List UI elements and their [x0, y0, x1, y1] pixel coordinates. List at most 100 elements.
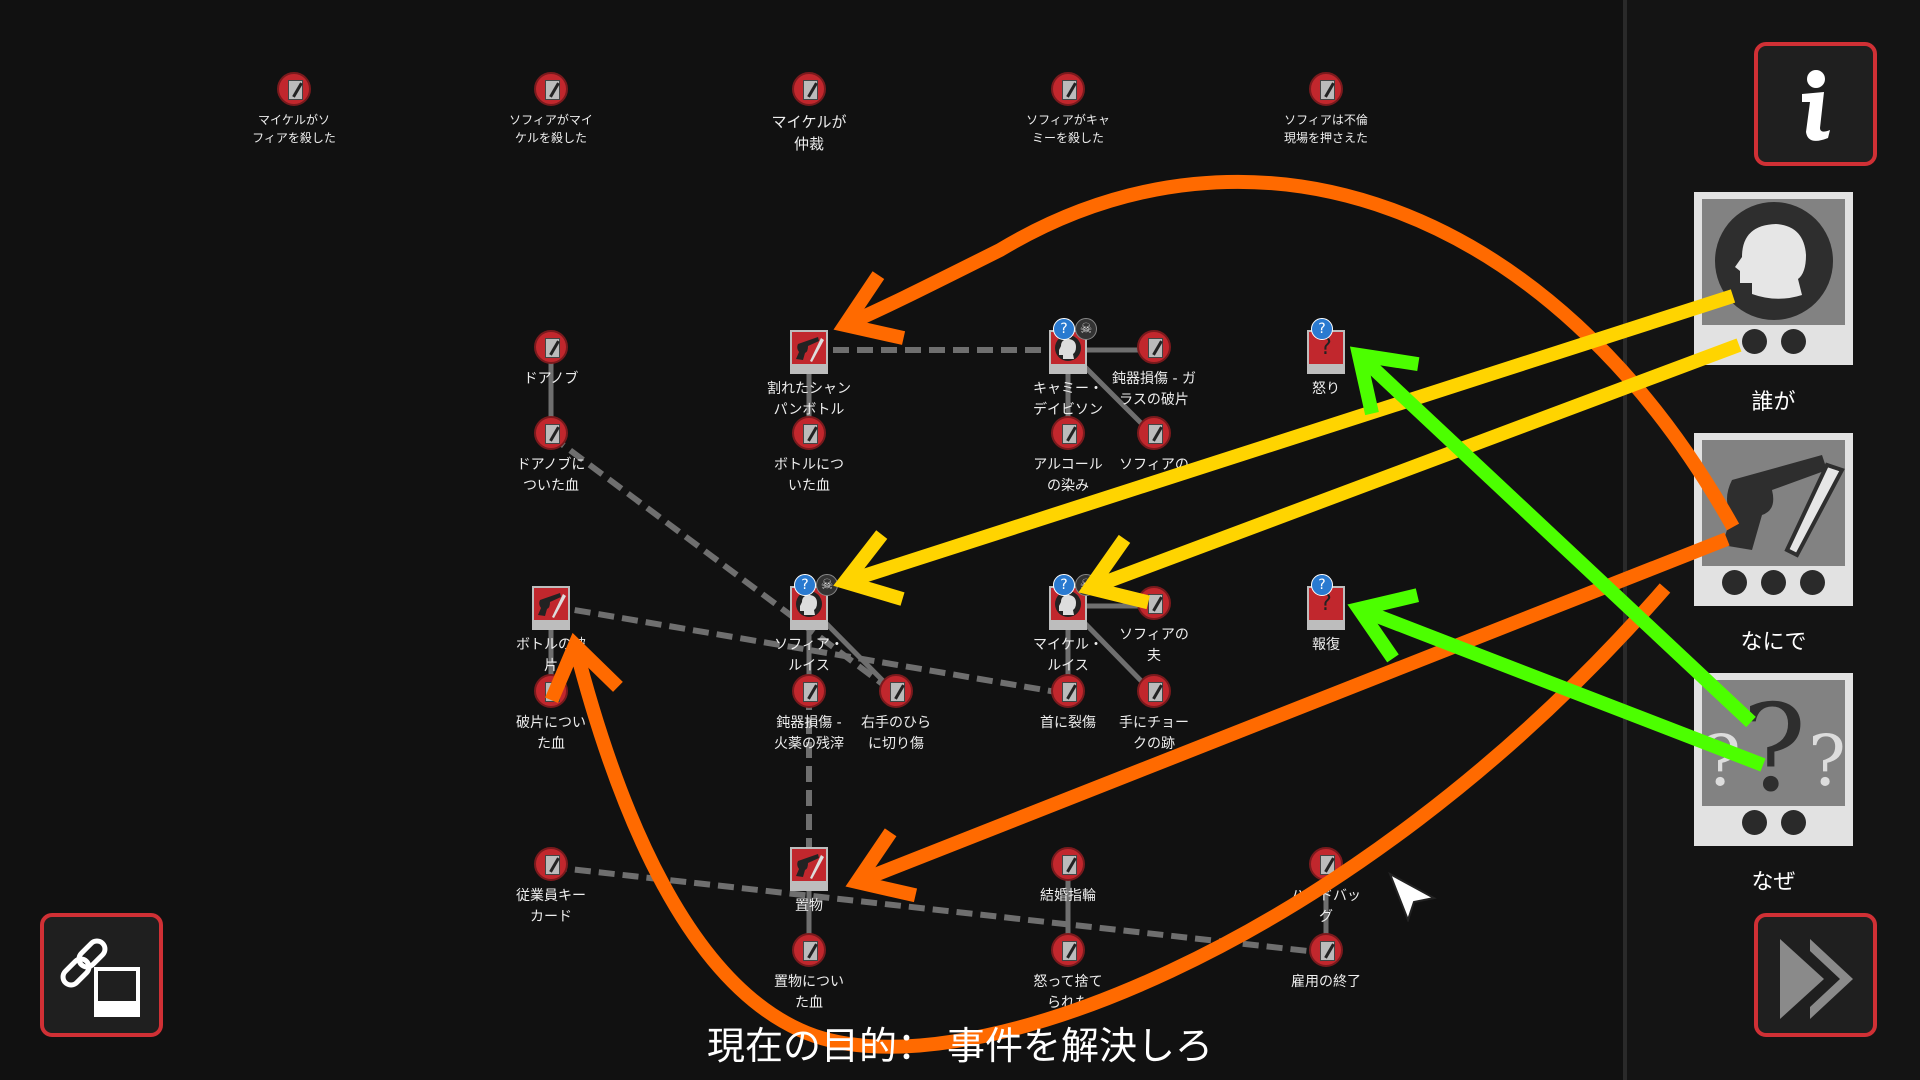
info-button[interactable] [1754, 42, 1877, 166]
evidence-note-node[interactable]: 右手のひらに切り傷 [836, 674, 956, 755]
evidence-note-node[interactable]: 鈍器損傷 - ガラスの破片 [1094, 330, 1214, 411]
note-icon [1051, 933, 1085, 967]
evidence-note-node[interactable]: 従業員キーカード [491, 847, 611, 928]
evidence-board: マイケルがソフィアを殺した ソフィアがマイケルを殺したマイケルが仲裁 ソフィアがキャ… [0, 0, 1620, 1080]
note-icon [879, 674, 913, 708]
node-label: 破片についた血 [516, 715, 586, 752]
person-icon [1715, 202, 1833, 320]
evidence-note-node[interactable]: 怒って捨てられた [1008, 933, 1128, 1014]
person-icon: ?☠ [1049, 318, 1097, 374]
evidence-note-node[interactable]: マイケルが仲裁 [749, 72, 869, 155]
suspect-card-node[interactable]: ?? 怒り [1266, 318, 1386, 400]
evidence-note-node[interactable]: 手にチョークの跡 [1094, 674, 1214, 755]
weapon-icon [532, 586, 570, 630]
svg-text:?: ? [1742, 680, 1806, 806]
node-label: ドアノブについた血 [516, 457, 586, 494]
suspect-card-node[interactable]: ボトルの破片 [491, 586, 611, 677]
evidence-note-node[interactable]: ソフィアの夫 [1094, 586, 1214, 667]
question-badge-icon: ? [794, 574, 816, 596]
node-label: 置物 [795, 898, 823, 914]
note-icon [792, 674, 826, 708]
svg-text:?: ? [1808, 720, 1845, 802]
question-badge-icon: ? [1311, 318, 1333, 340]
node-label: マイケルがソフィアを殺した [252, 113, 336, 145]
node-label: 鈍器損傷 - ガラスの破片 [1112, 371, 1196, 408]
note-icon [1051, 416, 1085, 450]
node-label: ソフィア・ルイス [774, 637, 844, 674]
note-icon [1137, 416, 1171, 450]
node-label: ソフィアの [1119, 457, 1189, 473]
note-icon [1137, 674, 1171, 708]
node-label: ソフィアは不倫現場を押さえた [1283, 113, 1368, 145]
slot-why-label: なぜ [1751, 870, 1796, 895]
note-icon [1137, 586, 1171, 620]
note-icon [792, 416, 826, 450]
note-icon [1309, 72, 1343, 106]
note-icon [792, 72, 826, 106]
evidence-note-node[interactable]: ソフィアがキャミーを殺した [1008, 72, 1128, 147]
question-badge-icon: ? [1053, 574, 1075, 596]
dashed-connection [550, 864, 1327, 956]
link-evidence-button[interactable] [40, 913, 163, 1037]
node-label: ハンドバッグ [1291, 888, 1361, 925]
suspect-card-node[interactable]: 置物 [749, 847, 869, 917]
suspect-card-node[interactable]: ?☠ ソフィア・ルイス [749, 574, 869, 677]
evidence-note-node[interactable]: 破片についた血 [491, 674, 611, 755]
node-label: 雇用の終了 [1291, 974, 1361, 990]
current-objective: 現在の目的： 事件を解決しろ [706, 1024, 1214, 1068]
question-icon: ??? [1703, 680, 1845, 806]
weapon-icon [790, 330, 828, 374]
evidence-note-node[interactable]: ハンドバッグ [1266, 847, 1386, 928]
evidence-note-node[interactable]: 置物についた血 [749, 933, 869, 1014]
slot-who[interactable] [1694, 192, 1853, 365]
slot-why[interactable]: ??? [1694, 673, 1853, 846]
evidence-note-node[interactable]: ドアノブ [491, 330, 611, 390]
slot-what-label: なにで [1740, 630, 1807, 655]
question-badge-icon: ? [1311, 574, 1333, 596]
question-badge-icon: ? [1053, 318, 1075, 340]
link-photo-icon [60, 938, 140, 1017]
mouse-cursor-icon [1388, 872, 1437, 922]
evidence-note-node[interactable]: ソフィアがマイケルを殺した [491, 72, 611, 147]
suspect-card-node[interactable]: ?? 報復 [1266, 574, 1386, 656]
note-icon [277, 72, 311, 106]
node-label: 結婚指輪 [1040, 888, 1096, 904]
evidence-note-node[interactable]: ドアノブについた血 [491, 416, 611, 497]
evidence-note-node[interactable]: ソフィアの [1094, 416, 1214, 476]
note-icon [534, 674, 568, 708]
evidence-note-node[interactable]: 結婚指輪 [1008, 847, 1128, 907]
evidence-note-node[interactable]: ソフィアは不倫現場を押さえた [1266, 72, 1386, 147]
right-panel: 誰が なにで ??? なぜ [1623, 0, 1920, 1080]
evidence-note-node[interactable]: マイケルがソフィアを殺した [234, 72, 354, 147]
node-label: ボトルの破片 [516, 637, 586, 674]
slot-what[interactable] [1694, 433, 1853, 606]
slot-who-label: 誰が [1751, 390, 1796, 415]
note-icon [1309, 933, 1343, 967]
next-button[interactable] [1754, 913, 1877, 1037]
node-label: 割れたシャンパンボトル [767, 381, 851, 418]
evidence-note-node[interactable]: 雇用の終了 [1266, 933, 1386, 993]
node-label: 右手のひらに切り傷 [861, 715, 931, 752]
person-icon: ?☠ [790, 574, 838, 630]
suspect-card-node[interactable]: 割れたシャンパンボトル [749, 330, 869, 421]
node-label: 従業員キーカード [516, 888, 586, 925]
note-icon [534, 330, 568, 364]
motive-icon: ?? [1307, 318, 1345, 374]
node-label: 怒り [1312, 381, 1340, 397]
node-label: 手にチョークの跡 [1119, 715, 1189, 752]
note-icon [534, 72, 568, 106]
node-label: マイケルが仲裁 [771, 113, 847, 153]
node-label: 置物についた血 [774, 974, 844, 1011]
motive-icon: ?? [1307, 574, 1345, 630]
node-label: 報復 [1312, 637, 1340, 653]
person-icon: ?☠ [1049, 574, 1097, 630]
node-label: ボトルについた血 [774, 457, 844, 494]
node-label: ソフィアの夫 [1119, 627, 1189, 664]
svg-text:?: ? [1703, 720, 1741, 802]
evidence-note-node[interactable]: ボトルについた血 [749, 416, 869, 497]
info-icon [1802, 70, 1830, 141]
note-icon [792, 933, 826, 967]
note-icon [1309, 847, 1343, 881]
note-icon [534, 416, 568, 450]
note-icon [1051, 674, 1085, 708]
